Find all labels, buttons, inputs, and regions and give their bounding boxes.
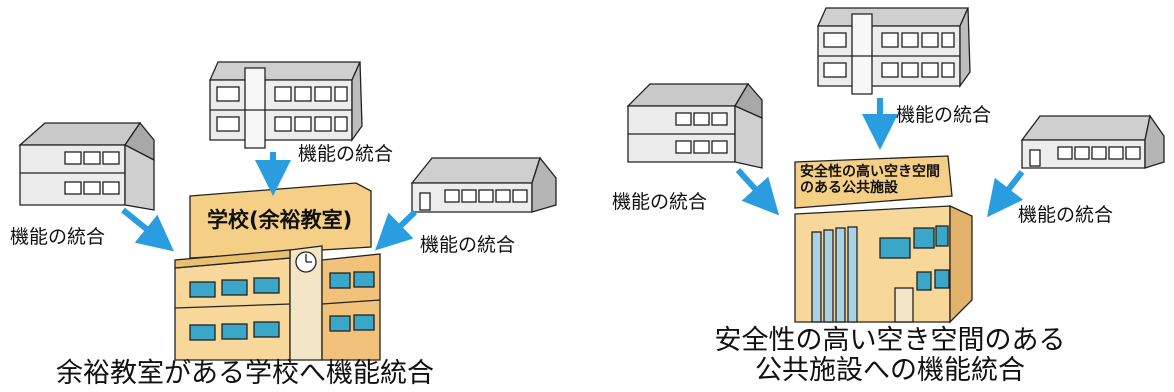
gable-building-left bbox=[626, 82, 763, 169]
caption-right-line2: 公共施設への機能統合 bbox=[755, 354, 1025, 386]
facility-sign-line2: のある公共施設 bbox=[800, 180, 898, 197]
arrows-left bbox=[121, 152, 418, 252]
facility-sign-line1: 安全性の高い空き空間 bbox=[800, 164, 940, 180]
tower-building-top bbox=[208, 61, 363, 149]
single-story-building-far-right bbox=[1020, 114, 1165, 169]
integration-label-left: 機能の統合 bbox=[10, 226, 106, 248]
caption-right: 安全性の高い空き空間のある 公共施設への機能統合 bbox=[680, 326, 1100, 385]
small-building-left bbox=[18, 121, 155, 211]
caption-left: 余裕教室がある学校へ機能統合 bbox=[56, 358, 434, 389]
facility-sign: 安全性の高い空き空間 のある公共施設 bbox=[800, 164, 940, 196]
single-story-building-right bbox=[410, 156, 557, 213]
arrow-from-right bbox=[375, 209, 418, 251]
integration-label-top-right: 機能の統合 bbox=[896, 104, 992, 126]
integration-label-left-right: 機能の統合 bbox=[612, 191, 708, 213]
arrow-from-left bbox=[121, 207, 174, 252]
caption-right-line1: 安全性の高い空き空間のある bbox=[714, 325, 1066, 356]
public-facility-building bbox=[794, 155, 973, 324]
arrows-right bbox=[735, 98, 1025, 218]
school-sign: 学校(余裕教室) bbox=[207, 208, 353, 232]
arrow-from-left-right bbox=[735, 167, 780, 216]
arrow-from-far-right bbox=[986, 170, 1025, 218]
integration-label-top: 機能の統合 bbox=[298, 143, 394, 165]
tower-building-top-right bbox=[816, 7, 971, 95]
integration-label-right: 機能の統合 bbox=[420, 234, 516, 256]
integration-label-far-right: 機能の統合 bbox=[1018, 204, 1114, 226]
school-building bbox=[174, 182, 381, 361]
